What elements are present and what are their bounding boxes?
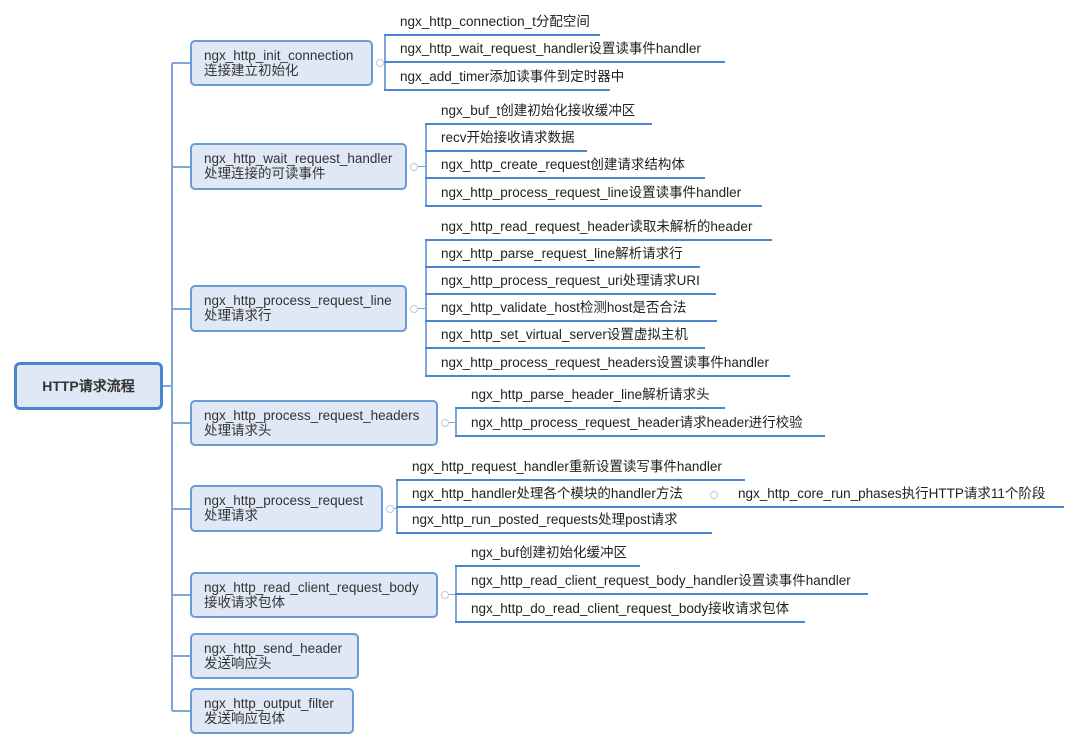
leaf-node[interactable]: ngx_http_wait_request_handler设置读事件handle… bbox=[384, 39, 725, 63]
leaf-node[interactable]: ngx_http_do_read_client_request_body接收请求… bbox=[455, 599, 805, 623]
branch-subtitle: 处理请求头 bbox=[204, 423, 272, 438]
collapse-icon[interactable] bbox=[386, 505, 394, 513]
leaf-node[interactable]: ngx_http_connection_t分配空间 bbox=[384, 12, 600, 36]
leaf-node[interactable]: ngx_add_timer添加读事件到定时器中 bbox=[384, 67, 624, 91]
branch-title: ngx_http_process_request_headers bbox=[204, 408, 420, 423]
connector bbox=[425, 124, 427, 206]
connector bbox=[425, 240, 427, 376]
leaf-node[interactable]: ngx_http_process_request_line设置读事件handle… bbox=[425, 183, 762, 207]
connector bbox=[449, 422, 455, 423]
branch-title: ngx_http_output_filter bbox=[204, 696, 334, 711]
branch-subtitle: 处理请求行 bbox=[204, 308, 272, 323]
leaf-node[interactable]: ngx_http_process_request_header请求header进… bbox=[455, 413, 825, 437]
leaf-node[interactable]: ngx_http_parse_header_line解析请求头 bbox=[455, 385, 725, 409]
collapse-icon[interactable] bbox=[410, 305, 418, 313]
leaf-node[interactable]: ngx_http_set_virtual_server设置虚拟主机 bbox=[425, 325, 705, 349]
leaf-node[interactable]: ngx_http_handler处理各个模块的handler方法 bbox=[396, 484, 722, 508]
connector bbox=[172, 62, 190, 64]
branch-subtitle: 发送响应头 bbox=[204, 656, 272, 671]
collapse-icon[interactable] bbox=[441, 419, 449, 427]
branch-title: ngx_http_process_request bbox=[204, 493, 364, 508]
connector bbox=[172, 594, 190, 596]
connector bbox=[394, 508, 396, 509]
leaf-node[interactable]: ngx_http_create_request创建请求结构体 bbox=[425, 155, 705, 179]
leaf-node[interactable]: ngx_http_validate_host检测host是否合法 bbox=[425, 298, 717, 322]
branch-subtitle: 处理请求 bbox=[204, 508, 258, 523]
branch-subtitle: 连接建立初始化 bbox=[204, 63, 299, 78]
connector bbox=[418, 308, 425, 309]
branch-subtitle: 接收请求包体 bbox=[204, 595, 285, 610]
branch-title: ngx_http_send_header bbox=[204, 641, 343, 656]
branch-title: ngx_http_wait_request_handler bbox=[204, 151, 393, 166]
leaf-node[interactable]: ngx_http_read_client_request_body_handle… bbox=[455, 571, 868, 595]
leaf-node[interactable]: ngx_http_process_request_headers设置读事件han… bbox=[425, 353, 790, 377]
collapse-icon[interactable] bbox=[376, 59, 384, 67]
connector bbox=[418, 166, 425, 167]
leaf-node[interactable]: ngx_http_request_handler重新设置读写事件handler bbox=[396, 457, 745, 481]
branch-subtitle: 发送响应包体 bbox=[204, 711, 285, 726]
connector bbox=[172, 710, 190, 712]
root-node[interactable]: HTTP请求流程 bbox=[14, 362, 163, 410]
connector bbox=[172, 655, 190, 657]
connector bbox=[172, 508, 190, 510]
branch-title: ngx_http_process_request_line bbox=[204, 293, 392, 308]
branch-title: ngx_http_read_client_request_body bbox=[204, 580, 419, 595]
leaf-node[interactable]: ngx_http_read_request_header读取未解析的header bbox=[425, 217, 772, 241]
leaf-node[interactable]: ngx_buf创建初始化缓冲区 bbox=[455, 543, 640, 567]
leaf-node[interactable]: ngx_http_parse_request_line解析请求行 bbox=[425, 244, 700, 268]
connector bbox=[449, 594, 455, 595]
collapse-icon[interactable] bbox=[710, 491, 718, 499]
connector bbox=[172, 308, 190, 310]
connector bbox=[172, 422, 190, 424]
connector bbox=[163, 385, 172, 387]
branch-title: ngx_http_init_connection bbox=[204, 48, 354, 63]
collapse-icon[interactable] bbox=[410, 163, 418, 171]
leaf-node[interactable]: ngx_http_core_run_phases执行HTTP请求11个阶段 bbox=[722, 484, 1064, 508]
leaf-node[interactable]: recv开始接收请求数据 bbox=[425, 128, 587, 152]
leaf-node[interactable]: ngx_http_run_posted_requests处理post请求 bbox=[396, 510, 712, 534]
connector bbox=[455, 408, 457, 436]
collapse-icon[interactable] bbox=[441, 591, 449, 599]
leaf-node[interactable]: ngx_http_process_request_uri处理请求URI bbox=[425, 271, 716, 295]
connector bbox=[171, 63, 173, 711]
connector bbox=[172, 166, 190, 168]
branch-subtitle: 处理连接的可读事件 bbox=[204, 166, 326, 181]
leaf-node[interactable]: ngx_buf_t创建初始化接收缓冲区 bbox=[425, 101, 652, 125]
